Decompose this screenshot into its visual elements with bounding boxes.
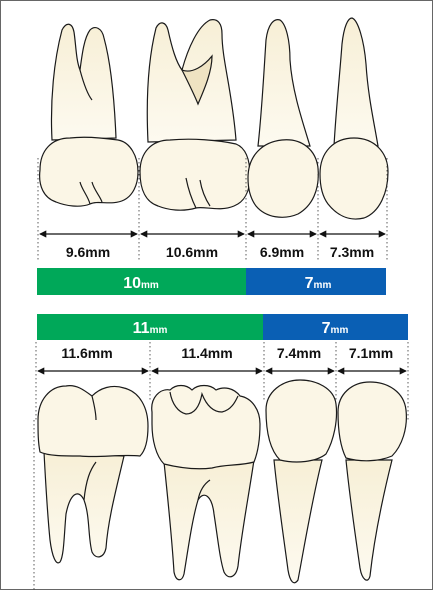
lower-first-premolar (338, 382, 406, 580)
lower-first-molar (38, 386, 148, 563)
lower-measure-2: 11.4mm (181, 345, 232, 361)
upper-first-premolar (320, 18, 388, 219)
upper-measure-4: 7.3mm (330, 244, 374, 260)
upper-first-molar (40, 24, 138, 206)
lower-second-molar (152, 386, 260, 580)
upper-measure-3: 6.9mm (260, 244, 304, 260)
upper-measure-1: 9.6mm (66, 244, 110, 260)
lower-measure-1: 11.6mm (61, 345, 112, 361)
lower-measure-4: 7.1mm (349, 345, 393, 361)
upper-second-molar (140, 20, 250, 211)
upper-second-premolar (248, 20, 318, 218)
lower-second-premolar (266, 380, 337, 583)
lower-measure-3: 7.4mm (277, 345, 321, 361)
upper-measure-2: 10.6mm (166, 244, 218, 260)
